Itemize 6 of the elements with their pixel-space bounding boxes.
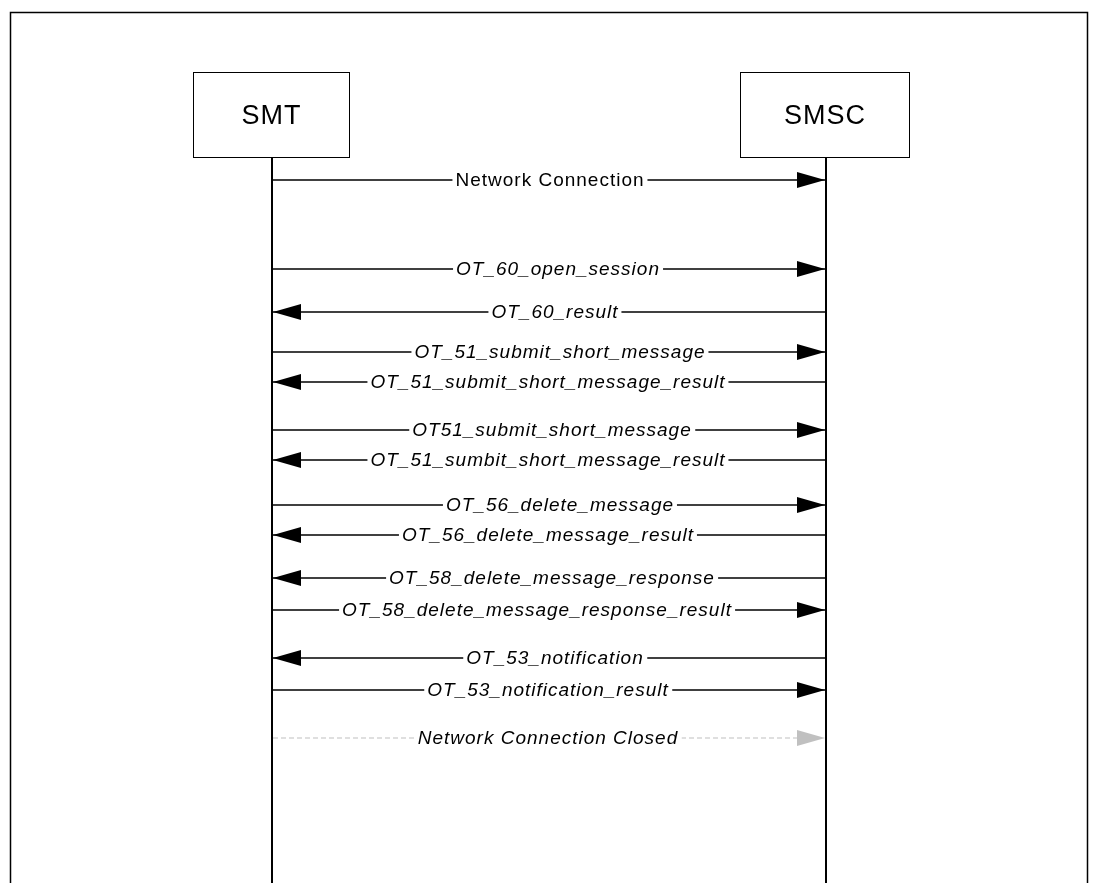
participant-name: SMT	[241, 99, 302, 131]
lifeline	[825, 158, 827, 883]
participant-box	[740, 72, 910, 158]
participant-name: SMSC	[784, 99, 866, 131]
participant-box	[193, 72, 350, 158]
lifeline	[271, 158, 273, 883]
